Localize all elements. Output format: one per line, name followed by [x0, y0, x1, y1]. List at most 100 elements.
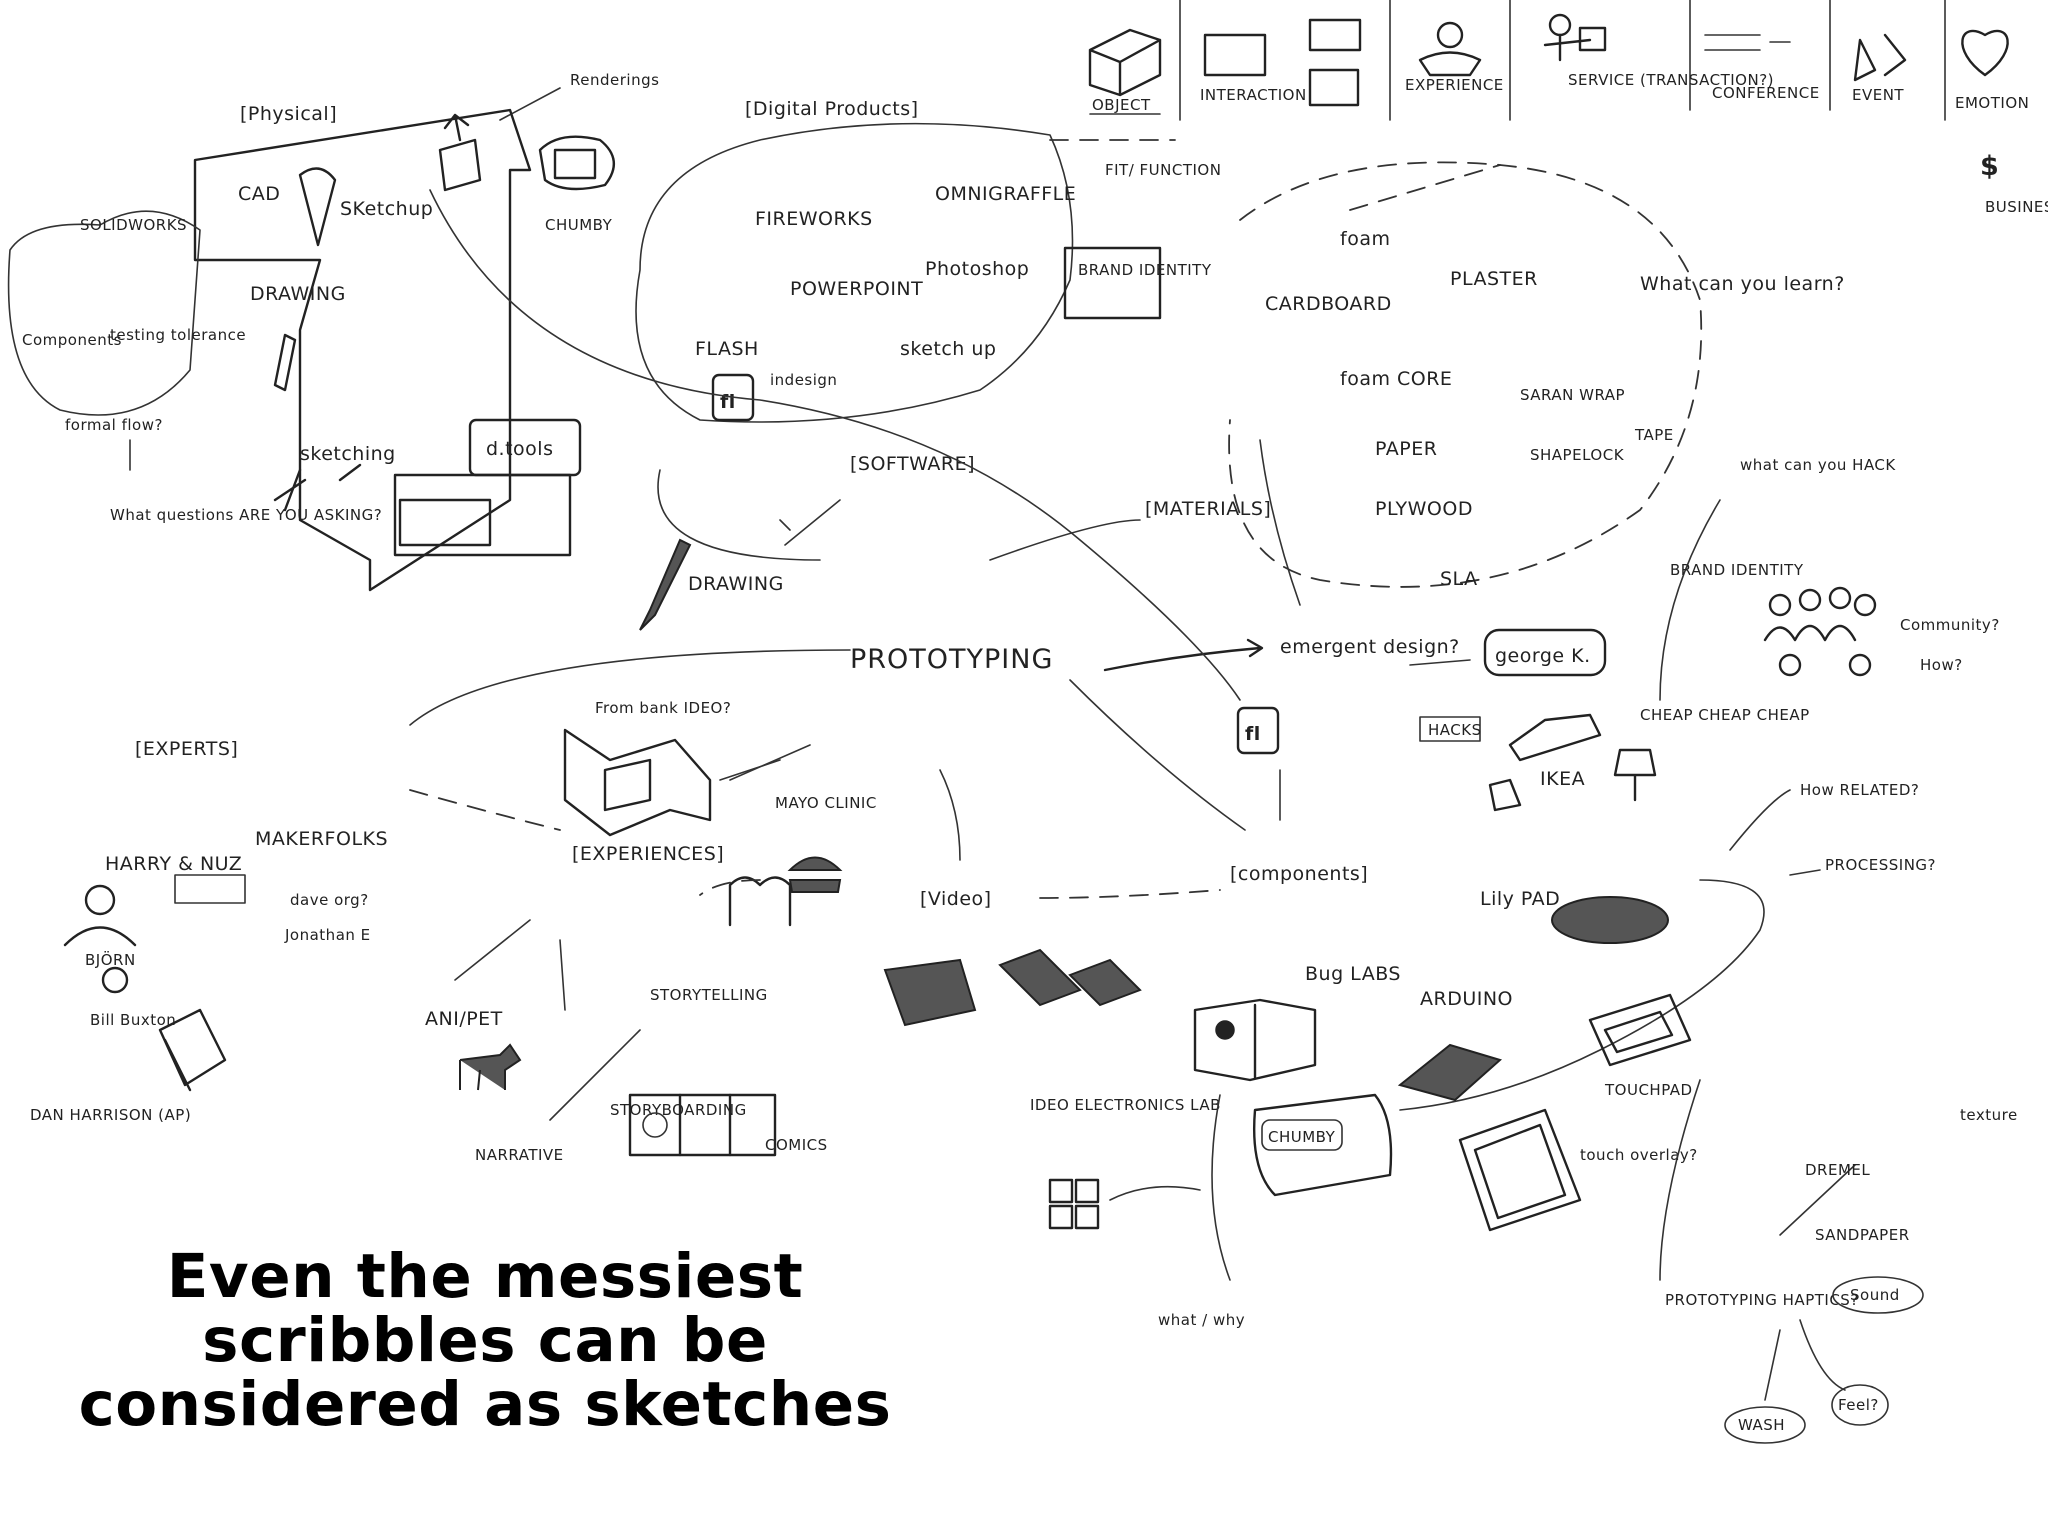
touchpad-label: TOUCHPAD: [1604, 1081, 1693, 1099]
wash-label: WASH: [1738, 1416, 1785, 1434]
sketchup-label: SKetchup: [340, 198, 433, 220]
prototyping-haptics-label: PROTOTYPING HAPTICS?: [1665, 1291, 1859, 1309]
event-people-icon: [1853, 33, 1907, 82]
object-label: OBJECT: [1092, 96, 1151, 114]
experience-top-label: EXPERIENCE: [1405, 76, 1504, 94]
pencil-large-icon: [639, 538, 692, 631]
components-label: [components]: [1230, 863, 1368, 885]
lily-pad-label: Lily PAD: [1480, 888, 1560, 910]
feel-label: Feel?: [1838, 1396, 1879, 1414]
keyboard-icon: [1397, 1043, 1503, 1102]
jonathan-e-label: Jonathan E: [284, 926, 371, 944]
solidworks-label: SOLIDWORKS: [80, 216, 187, 234]
lamp-icon: [1613, 748, 1657, 802]
texture-label: texture: [1960, 1106, 2018, 1124]
tablet-icon: [1458, 1108, 1582, 1232]
drawing-mid-label: DRAWING: [688, 573, 784, 595]
caption: Even the messiest scribbles can be consi…: [60, 1245, 910, 1437]
powerpoint-label: POWERPOINT: [790, 278, 923, 300]
from-bank-ideo-label: From bank IDEO?: [595, 699, 731, 717]
experts-label: [EXPERTS]: [135, 738, 238, 760]
cardboard-label: CARDBOARD: [1265, 293, 1392, 315]
what-questions-label: What questions ARE YOU ASKING?: [110, 506, 382, 524]
cheap-label: CHEAP CHEAP CHEAP: [1640, 706, 1810, 724]
person-icon: [84, 884, 116, 916]
ideo-logo-icon: [1048, 1178, 1100, 1230]
george-k-label: george K.: [1495, 645, 1591, 667]
foam-label: foam: [1340, 228, 1390, 250]
service-label: SERVICE (TRANSACTION?): [1568, 71, 1774, 89]
components-cluster: [components] HACKS IKEA CHEAP CHEAP CHEA…: [1030, 706, 1936, 1329]
burger-icon: [787, 856, 843, 893]
formal-flow-label: formal flow?: [65, 416, 163, 434]
ani-pet-label: ANI/PET: [425, 1008, 503, 1030]
dollar-icon: $: [1980, 151, 2000, 182]
ikea-label: IKEA: [1540, 768, 1585, 790]
chumby-bottom-device-icon: [1253, 1093, 1393, 1197]
materials-cluster: FIT/ FUNCTION foam CARDBOARD PLASTER foa…: [1105, 161, 1999, 701]
indesign-label: indesign: [770, 371, 837, 389]
digital-products-cluster: [Digital Products] CHUMBY FIREWORKS OMNI…: [538, 98, 1211, 631]
how-related-label: How RELATED?: [1800, 781, 1919, 799]
narrative-label: NARRATIVE: [475, 1146, 564, 1164]
experiences-label: [EXPERIENCES]: [572, 843, 724, 865]
sla-label: SLA: [1440, 568, 1478, 590]
fireworks-label: FIREWORKS: [755, 208, 873, 230]
drawing-top-label: DRAWING: [250, 283, 346, 305]
touch-overlay-label: touch overlay?: [1580, 1146, 1698, 1164]
flash-label: FLASH: [695, 338, 759, 360]
pen-nib-icon: [298, 167, 337, 247]
flash-logo-glyph: fl: [720, 391, 736, 413]
what-can-you-learn-label: What can you learn?: [1640, 273, 1845, 295]
bjorn-label: BJÖRN: [85, 950, 136, 969]
plywood-label: PLYWOOD: [1375, 498, 1473, 520]
box-arrow-icon: [438, 113, 482, 192]
arduino-label: ARDUINO: [1420, 988, 1513, 1010]
bill-buxton-label: Bill Buxton: [90, 1011, 176, 1029]
makerfolks-label: MAKERFOLKS: [255, 828, 388, 850]
testing-tolerance-label: testing tolerance: [110, 326, 246, 344]
community-people-icon: [1763, 586, 1877, 677]
storyboard-icon: [628, 1093, 777, 1157]
comics-label: COMICS: [765, 1136, 828, 1154]
storyboarding-label: STORYBOARDING: [610, 1101, 747, 1119]
sketchup2-label: sketch up: [900, 338, 997, 360]
event-label: EVENT: [1852, 86, 1904, 104]
haptics-cluster: PROTOTYPING HAPTICS? DREMEL SANDPAPER So…: [1659, 1079, 2018, 1444]
what-why-label: what / why: [1158, 1311, 1245, 1329]
components-left-label: Components: [22, 331, 122, 349]
caption-line-3: considered as sketches: [78, 1369, 892, 1440]
category-strip: OBJECT INTERACTION EXPERIENCE SERVICE (T…: [1088, 0, 2048, 216]
sound-label: Sound: [1850, 1286, 1900, 1304]
d-tools-label: d.tools: [486, 438, 553, 460]
harry-nuz-label: HARRY & NUZ: [105, 853, 242, 875]
video-label: [Video]: [920, 888, 992, 910]
tape-label: TAPE: [1634, 426, 1674, 444]
booth-icon: [563, 728, 712, 837]
renderings-label: Renderings: [570, 71, 659, 89]
dave-org-label: dave org?: [290, 891, 369, 909]
experiences-cluster: From bank IDEO? MAYO CLINIC [EXPERIENCES…: [425, 699, 1221, 1164]
digital-products-label: [Digital Products]: [745, 98, 919, 120]
touchpad-device-icon: [1588, 993, 1692, 1067]
how-label: How?: [1920, 656, 1963, 674]
materials-label: [MATERIALS]: [1145, 498, 1271, 520]
saran-wrap-label: SARAN WRAP: [1520, 386, 1625, 404]
dog-icon: [459, 1043, 522, 1091]
chumby-bottom-label: CHUMBY: [1268, 1128, 1336, 1146]
heart-icon: [1961, 29, 2009, 77]
sketching-label: sketching: [300, 443, 396, 465]
omnigraffle-label: OMNIGRAFFLE: [935, 183, 1076, 205]
car-icon: [1508, 713, 1602, 762]
fit-function-label: FIT/ FUNCTION: [1105, 161, 1221, 179]
what-can-you-hack-label: what can you HACK: [1740, 456, 1896, 474]
caption-line-1: Even the messiest: [166, 1241, 804, 1312]
robot-icon: [1488, 778, 1522, 812]
service-person-icon: [1548, 13, 1572, 37]
emergent-design-label: emergent design?: [1280, 636, 1460, 658]
camera-icon: [883, 958, 977, 1027]
cad-label: CAD: [238, 183, 280, 205]
cube-icon: [1088, 28, 1162, 97]
experts-cluster: [EXPERTS] HARRY & NUZ MAKERFOLKS dave or…: [30, 738, 561, 1124]
